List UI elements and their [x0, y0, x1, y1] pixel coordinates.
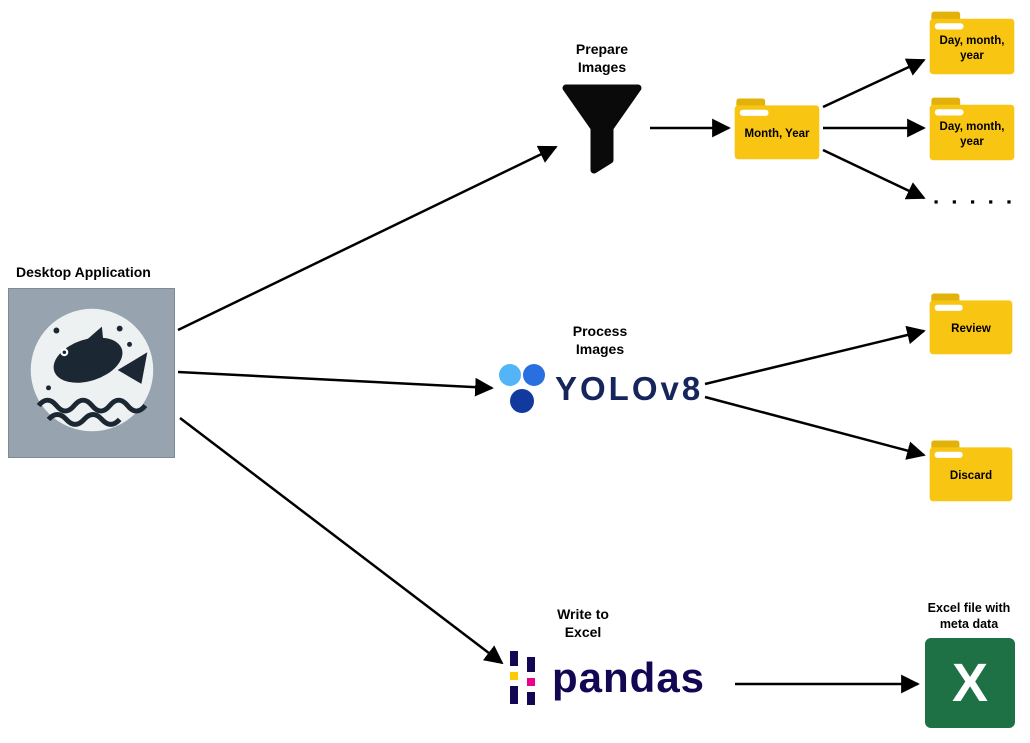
folder-icon: [929, 293, 1013, 355]
folder-day-month-year-top: Day, month, year: [928, 8, 1016, 76]
desktop-app-label: Desktop Application: [16, 264, 151, 280]
folder-discard: Discard: [928, 437, 1014, 503]
folder-label: Review: [951, 323, 991, 336]
funnel-icon: [560, 82, 644, 174]
pandas-logo: pandas: [506, 646, 705, 710]
arrow-monthyear-to-dmy-top: [822, 58, 926, 109]
pandas-mark-icon: [510, 651, 535, 705]
prepare-images-label: Prepare Images: [575, 41, 629, 76]
fish-logo-icon: [30, 308, 154, 432]
folder-icon: [929, 11, 1015, 75]
write-to-excel-label: Write to Excel: [557, 606, 609, 641]
folder-icon: [929, 440, 1013, 502]
ellipsis-dots: ▪ ▪ ▪ ▪ ▪: [933, 194, 1017, 209]
yolo-logo: YOLOv8: [497, 360, 703, 418]
excel-icon: X: [925, 638, 1015, 728]
folder-icon: [734, 98, 820, 160]
arrow-app-to-yolo: [177, 370, 494, 397]
folder-icon: [929, 97, 1015, 161]
desktop-app-image: [8, 288, 175, 458]
arrow-app-to-funnel: [177, 145, 558, 332]
yolo-wordmark: YOLOv8: [555, 370, 704, 407]
process-images-label: Process Images: [572, 323, 628, 358]
folder-month-year: Month, Year: [733, 95, 821, 161]
folder-label: Month, Year: [744, 128, 810, 141]
arrow-yolo-to-discard: [704, 395, 926, 460]
excel-file-label: Excel file with meta data: [927, 601, 1011, 632]
folder-day-month-year-bottom: Day, month, year: [928, 94, 1016, 162]
folder-review: Review: [928, 290, 1014, 356]
pandas-wordmark: pandas: [552, 654, 706, 701]
folder-label: Day, month, year: [939, 120, 1005, 148]
arrow-monthyear-to-dots: [822, 148, 926, 200]
folder-label: Day, month, year: [939, 34, 1005, 62]
yolo-mark-icon: [499, 364, 545, 413]
arrow-yolo-to-review: [704, 325, 926, 386]
folder-label: Discard: [949, 470, 993, 483]
arrow-app-to-pandas: [179, 417, 504, 665]
excel-letter: X: [951, 653, 989, 713]
